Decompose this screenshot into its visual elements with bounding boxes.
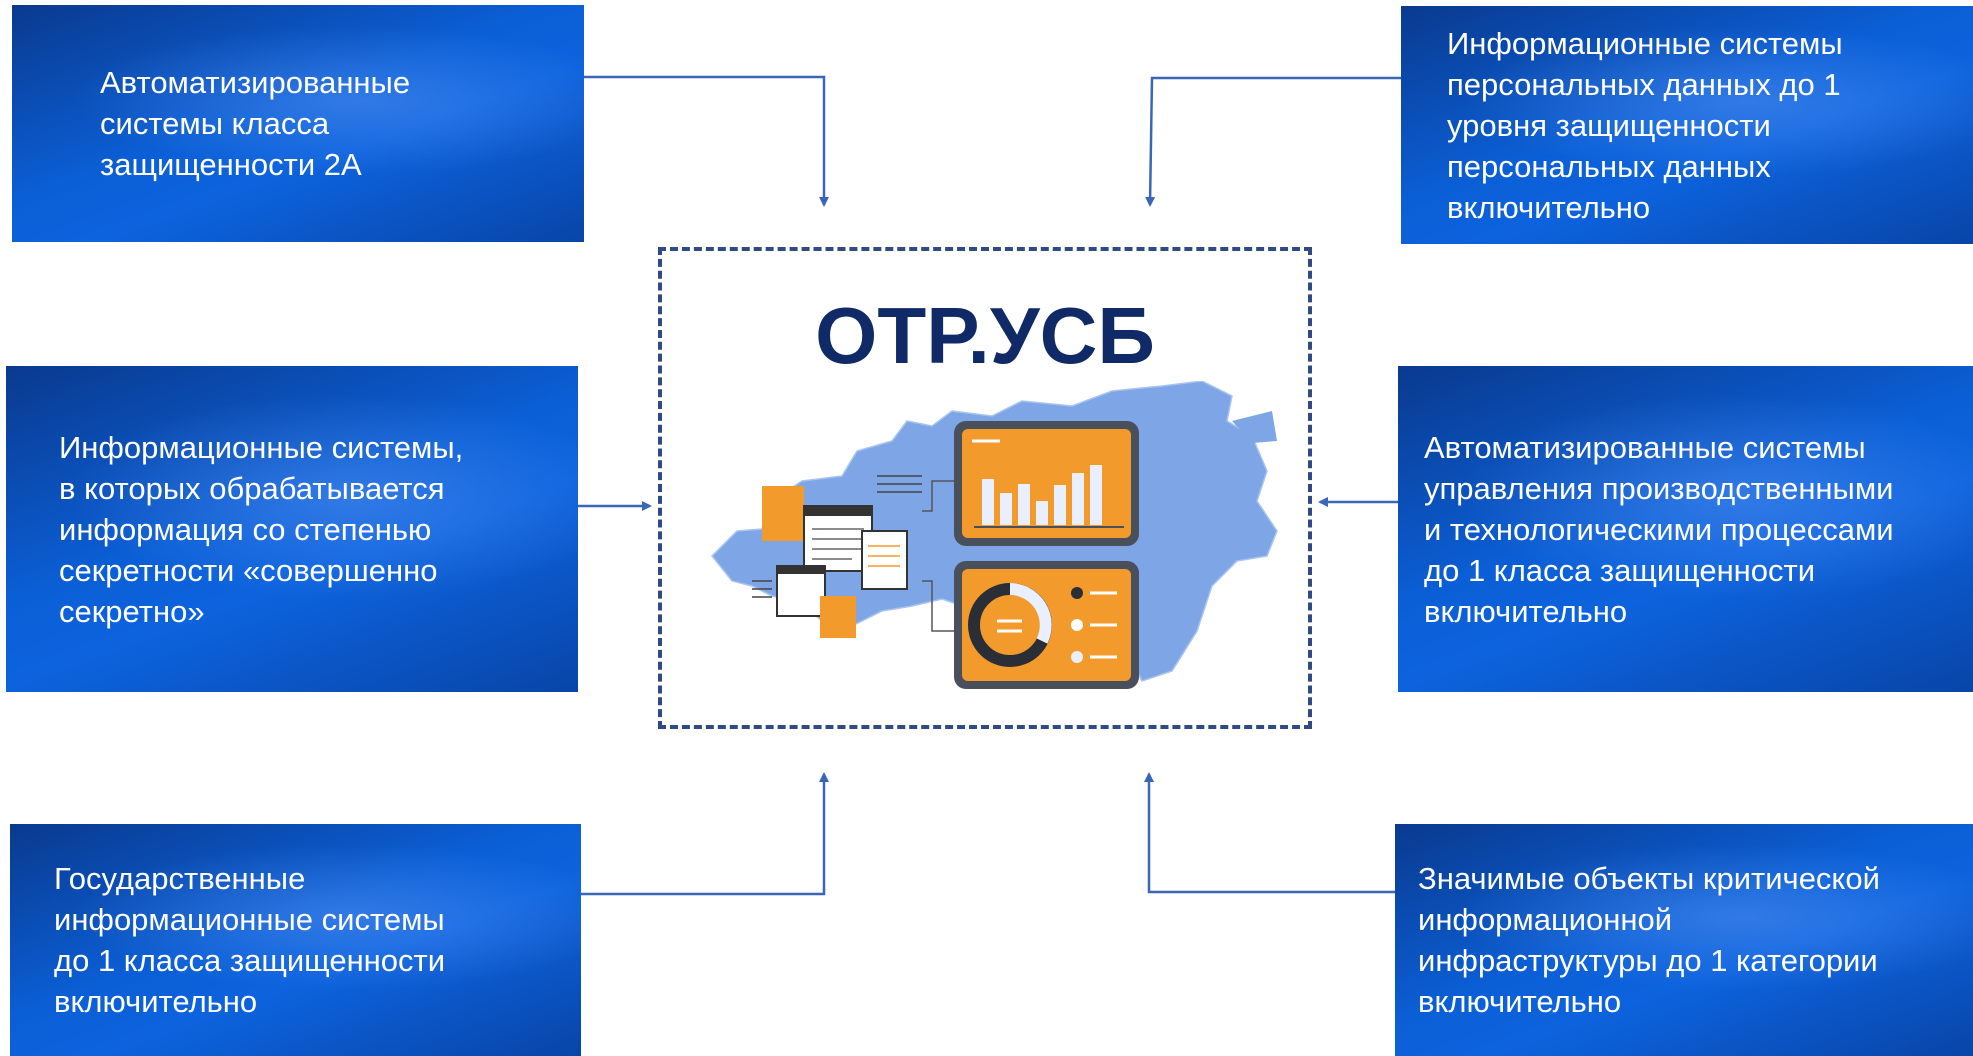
center-product-box: ОТР.УСБ [658,247,1312,729]
doc-orange-small [820,596,856,638]
box-top-secret-is: Информационные системы, в которых обраба… [6,366,578,692]
box-ispdn: Информационные системы персональных данн… [1401,6,1973,244]
box-kii: Значимые объекты критической информацион… [1395,824,1973,1056]
arrow-top-right [1145,76,1401,207]
doc-window-small [776,565,826,617]
box-text: Автоматизированные системы управления пр… [1424,429,1894,629]
box-text: Значимые объекты критической информацион… [1418,861,1880,1019]
arrow-bottom-left [581,772,829,896]
box-acs-tp: Автоматизированные системы управления пр… [1398,366,1973,692]
box-gis: Государственные информационные системы д… [10,824,581,1056]
box-as-class-2a: Автоматизированные системы класса защище… [12,5,584,242]
arrow-bottom-right [1144,772,1395,894]
arrow-top-left [584,75,829,207]
russia-map-dashboard-icon [710,381,1278,689]
doc-orange [762,486,804,541]
box-text: Информационные системы персональных данн… [1447,25,1843,225]
box-text: Автоматизированные системы класса защище… [100,65,411,182]
box-text: Государственные информационные системы д… [54,861,446,1019]
box-text: Информационные системы, в которых обраба… [59,429,464,629]
doc-page [861,530,908,590]
product-title: ОТР.УСБ [815,291,1155,380]
